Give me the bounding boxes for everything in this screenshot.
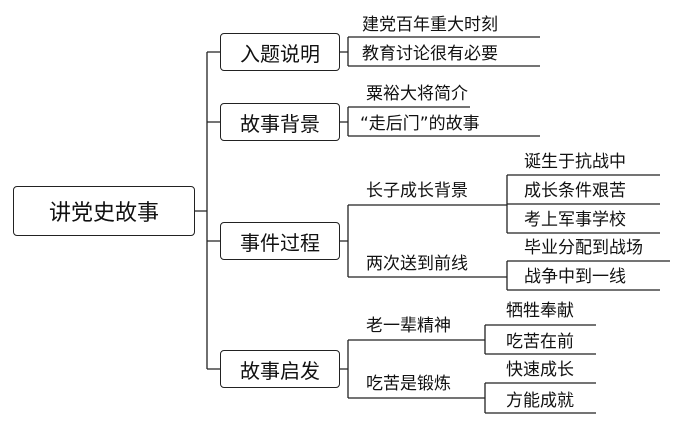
branch-node-inspiration: 故事启发 — [220, 350, 340, 388]
sub-label-inspiration-2: 吃苦是锻炼 — [366, 374, 451, 394]
root-node: 讲党史故事 — [13, 186, 195, 236]
leaf-label-process-1-3: 考上军事学校 — [524, 210, 626, 230]
branch-node-intro: 入题说明 — [220, 33, 340, 71]
branch-node-process: 事件过程 — [220, 222, 340, 260]
leaf-label-intro-1: 建党百年重大时刻 — [362, 15, 498, 35]
process-sub2-connector — [500, 260, 670, 291]
leaf-label-inspiration-2-2: 方能成就 — [506, 391, 574, 411]
branch-label-background: 故事背景 — [240, 111, 320, 136]
leaf-label-process-1-1: 诞生于抗战中 — [524, 152, 626, 172]
root-connector — [195, 51, 220, 370]
intro-connector — [340, 36, 540, 67]
leaf-label-background-1: 粟裕大将简介 — [366, 84, 468, 104]
leaf-label-inspiration-1-1: 牺牲奉献 — [506, 301, 574, 321]
leaf-label-background-2: “走后门”的故事 — [360, 114, 480, 134]
leaf-label-inspiration-1-2: 吃苦在前 — [506, 332, 574, 352]
root-label: 讲党史故事 — [48, 201, 159, 226]
inspiration-sub2-connector — [478, 382, 596, 414]
process-connector — [340, 204, 500, 278]
branch-node-background: 故事背景 — [220, 103, 340, 141]
branch-label-inspiration: 故事启发 — [240, 358, 320, 383]
leaf-label-intro-2: 教育讨论很有必要 — [362, 44, 498, 64]
inspiration-sub1-connector — [478, 324, 596, 355]
leaf-label-inspiration-2-1: 快速成长 — [506, 360, 574, 380]
leaf-label-process-1-2: 成长条件艰苦 — [524, 181, 626, 201]
inspiration-connector — [340, 339, 478, 399]
process-sub1-connector — [500, 174, 660, 234]
background-connector — [340, 106, 540, 137]
sub-label-process-1: 长子成长背景 — [366, 181, 468, 201]
branch-label-intro: 入题说明 — [240, 41, 320, 66]
sub-label-process-2: 两次送到前线 — [366, 254, 468, 274]
leaf-label-process-2-1: 毕业分配到战场 — [524, 238, 643, 258]
sub-label-inspiration-1: 老一辈精神 — [366, 316, 451, 336]
leaf-label-process-2-2: 战争中到一线 — [524, 267, 626, 287]
branch-label-process: 事件过程 — [240, 230, 320, 255]
